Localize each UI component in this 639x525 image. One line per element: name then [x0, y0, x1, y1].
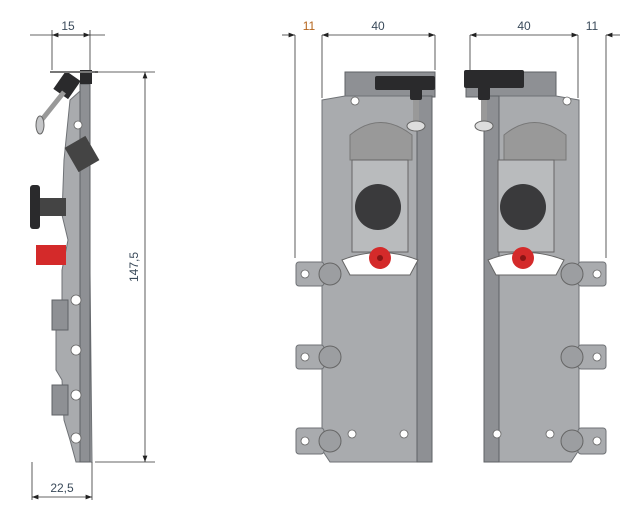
- side-view: 15 147,5 22,5: [30, 19, 155, 500]
- dim-left-width: 40: [371, 19, 385, 33]
- dim-right-offset: 11: [586, 19, 599, 33]
- cam-disc: [500, 184, 546, 230]
- dim-right-width: 40: [517, 19, 531, 33]
- mount-tabs: [560, 261, 607, 455]
- front-view-right: 40 11: [464, 19, 620, 463]
- dim-side-bottom: 22,5: [50, 481, 74, 495]
- dim-side-height: 147,5: [127, 252, 141, 282]
- mount-tabs: [295, 261, 342, 455]
- side-adjuster-red: [36, 245, 66, 265]
- front-view-left: 11 40: [282, 19, 436, 463]
- dim-side-top: 15: [61, 19, 75, 33]
- dim-left-offset: 11: [303, 19, 316, 33]
- cam-disc: [355, 184, 401, 230]
- side-cap: [53, 70, 92, 100]
